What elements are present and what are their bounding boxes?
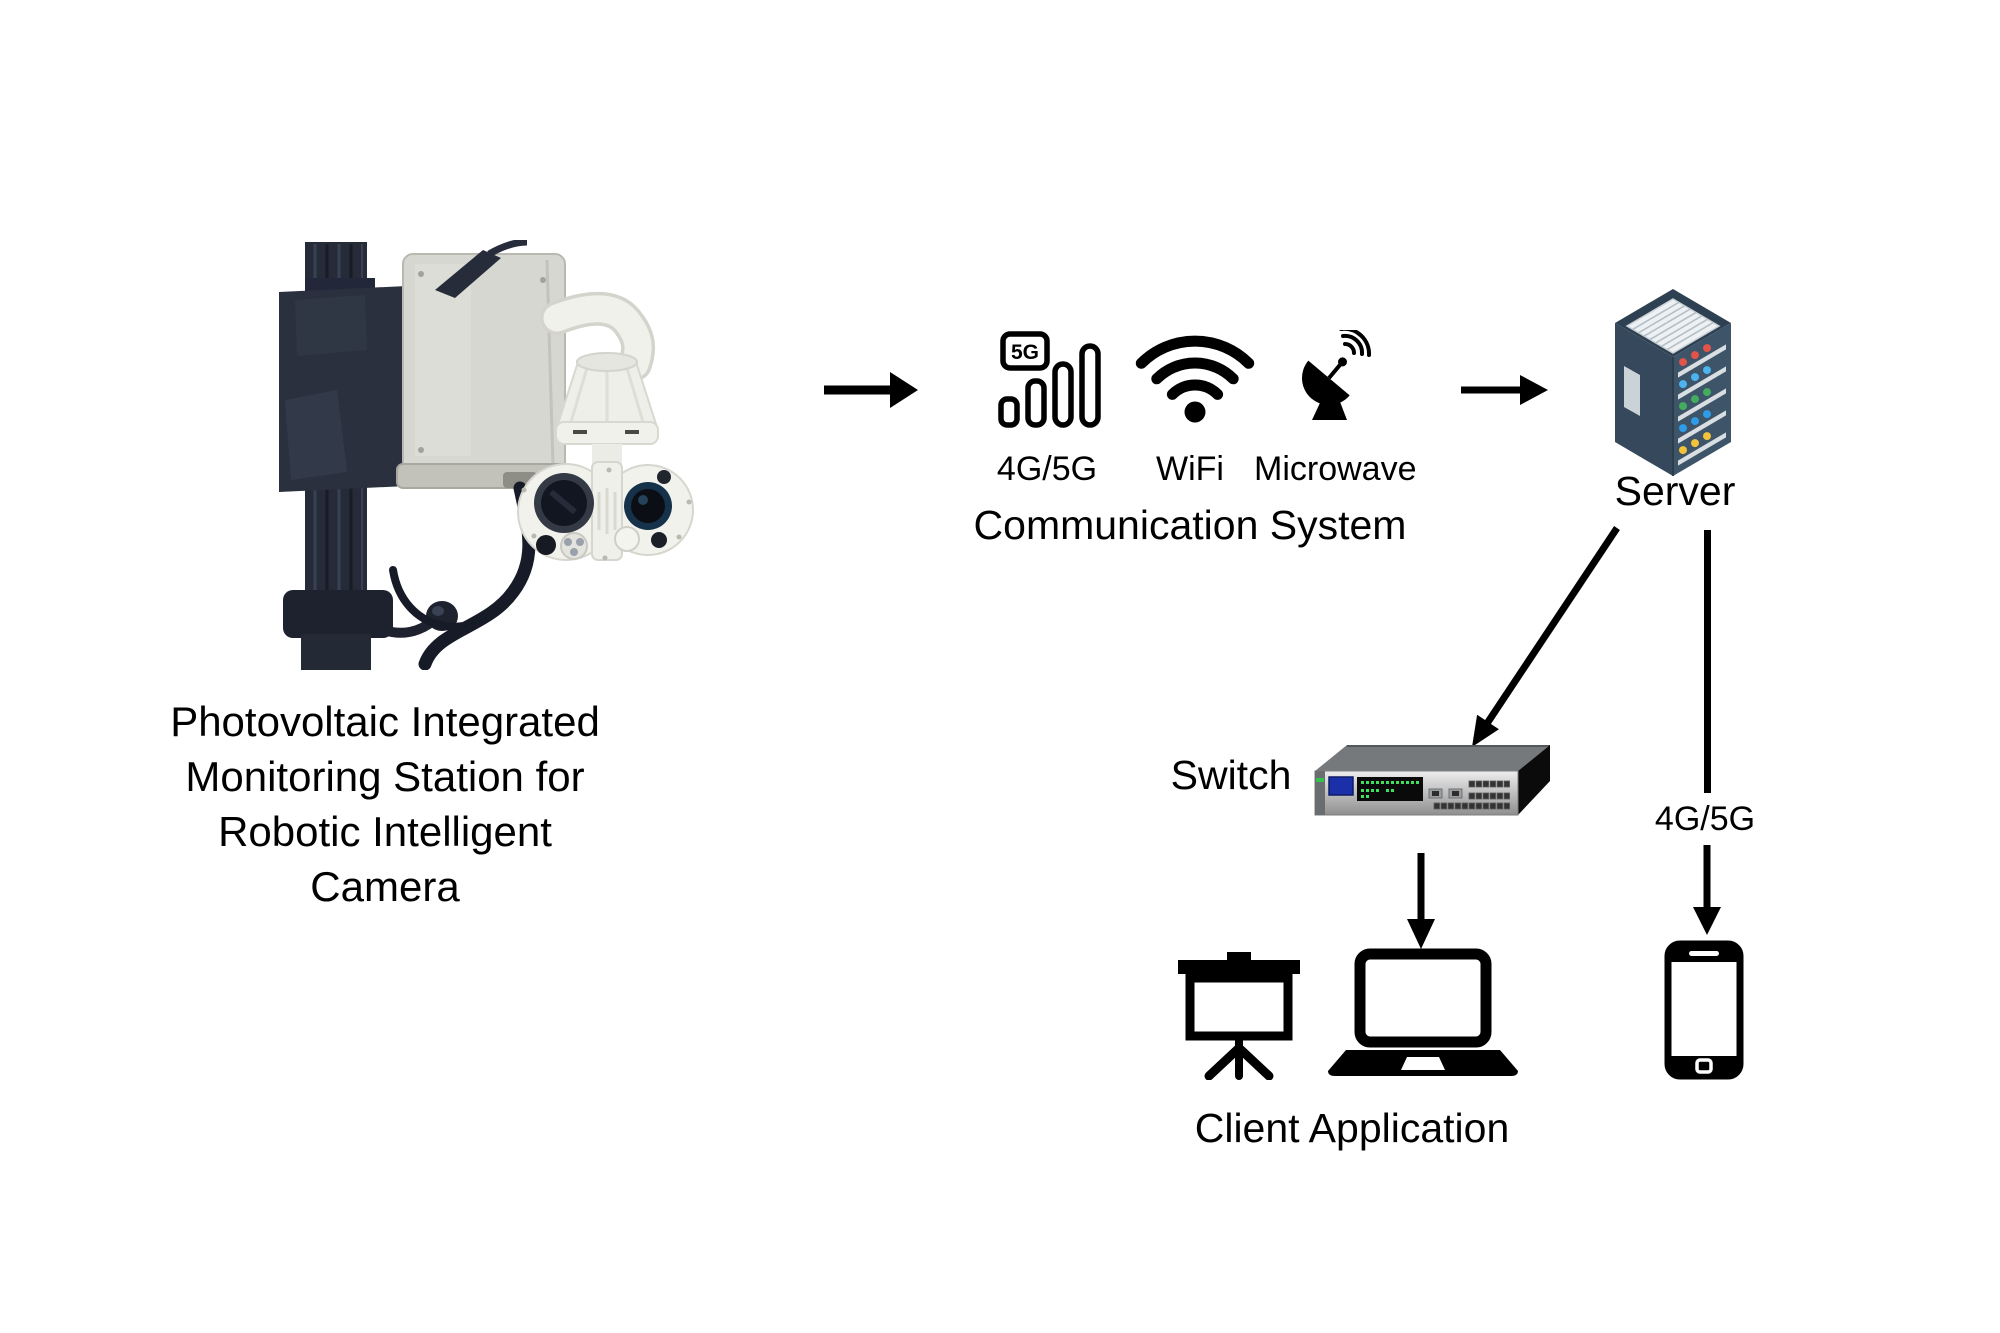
- switch-icon: [1314, 745, 1550, 816]
- ptz-camera: [517, 352, 694, 561]
- switch-ports: [1433, 780, 1510, 810]
- laptop-icon: [1328, 948, 1518, 1076]
- station-caption: Photovoltaic Integrated Monitoring Stati…: [170, 698, 600, 910]
- label-wifi: WiFi: [1156, 450, 1224, 488]
- arrow-comm-to-server: [1461, 375, 1548, 405]
- wifi-icon: [1135, 335, 1255, 423]
- cellular-5g-signal-icon: 5G: [998, 331, 1101, 428]
- arrow-link-to-phone: [1693, 845, 1721, 935]
- server-label: Server: [1614, 468, 1736, 514]
- line-server-to-phone: [1704, 530, 1711, 793]
- arrow-switch-to-client: [1407, 853, 1435, 949]
- projector-screen-icon: [1178, 952, 1300, 1080]
- client-label: Client Application: [1194, 1105, 1510, 1151]
- label-microwave: Microwave: [1254, 450, 1417, 488]
- equipment-cabinet: [396, 240, 574, 489]
- badge-5g-text: 5G: [1011, 341, 1039, 364]
- camera-arm: [540, 291, 656, 381]
- server-door-panel: [1624, 366, 1640, 416]
- server-icon: [1615, 289, 1731, 476]
- arrow-server-to-switch: [1472, 526, 1620, 747]
- switch-label: Switch: [1170, 752, 1292, 798]
- satellite-dish-icon: [1302, 330, 1372, 420]
- coiled-cable: [418, 481, 536, 670]
- communication-title: Communication System: [973, 502, 1407, 548]
- switch-module: [1328, 776, 1354, 796]
- camera-station-photo: [279, 240, 694, 670]
- label-cellular: 4G/5G: [996, 450, 1098, 488]
- label-server-phone-link: 4G/5G: [1654, 800, 1756, 838]
- server-leds: [1678, 344, 1726, 466]
- arrow-station-to-comm: [824, 372, 918, 408]
- smartphone-icon: [1664, 940, 1744, 1080]
